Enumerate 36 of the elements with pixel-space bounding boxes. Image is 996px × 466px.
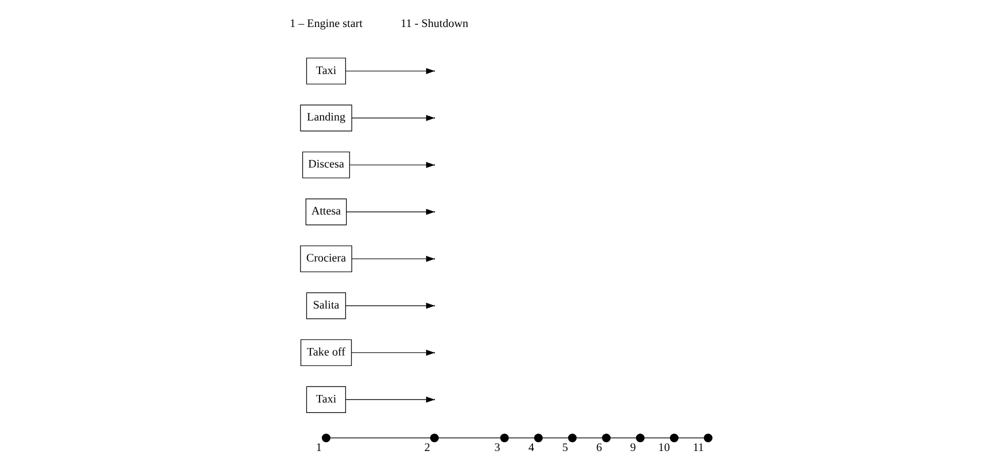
arrow [352,114,435,122]
node-box: Discesa [302,152,350,178]
node-label: 6 [596,442,602,454]
node-box: Attesa [306,198,347,226]
arrow [351,350,435,356]
node-box: Crociera [300,245,352,272]
node-label: 4 [528,442,534,454]
node-label: 5 [562,442,568,454]
node-circle [704,434,712,442]
arrow [345,302,435,309]
node-label: 10 [658,442,670,454]
node-label: 3 [494,442,500,454]
node-box: Taxi [306,58,346,84]
arrow [349,162,435,168]
node-label: 9 [630,442,636,454]
node-circle [430,434,439,442]
arrow [345,396,435,403]
label: 11 - Shutdown [400,18,468,30]
node-circle [534,434,543,442]
node-circle [636,434,645,442]
label: 1 – Engine start [290,18,363,30]
node-box: Take off [300,339,352,366]
arrow [352,256,435,262]
node-circle [568,434,577,442]
node-box: Salita [306,292,346,320]
node-label: 1 [316,442,322,454]
node-circle [322,434,330,442]
node-circle [500,434,509,442]
arrow [345,68,435,74]
node-box: Landing [300,104,352,132]
node-label: 2 [424,442,430,454]
node-label: 11 [692,442,704,454]
node-circle [602,434,611,442]
node-box: Taxi [306,386,346,413]
node-circle [670,434,679,442]
arrow [346,208,435,215]
